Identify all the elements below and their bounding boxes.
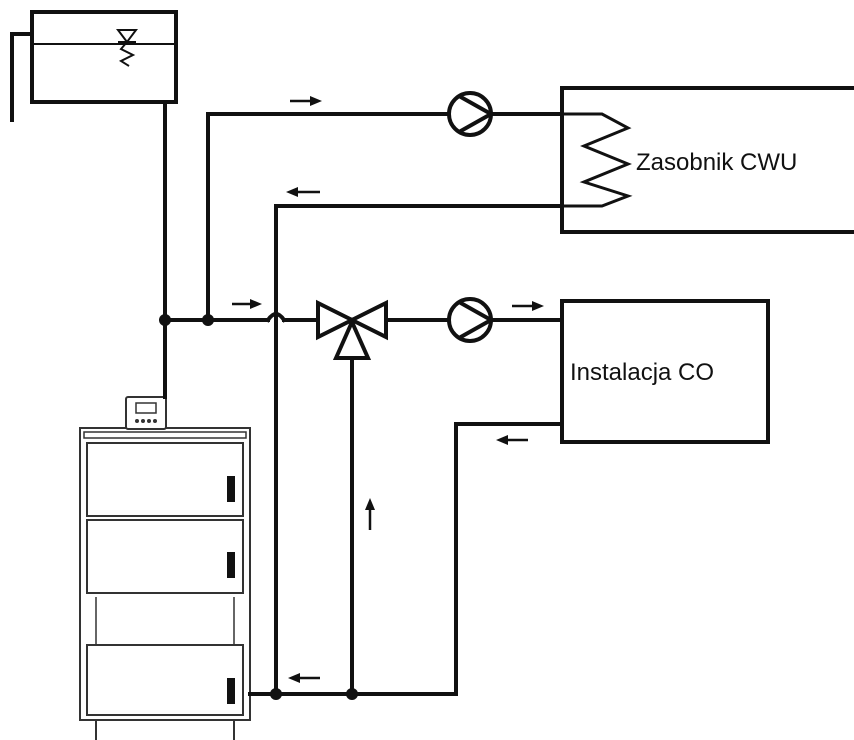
arrow-right-icon — [512, 301, 544, 311]
arrow-right-icon — [232, 299, 262, 309]
arrow-left-icon — [288, 673, 320, 683]
pump-co-icon — [447, 297, 496, 343]
flow-arrows — [232, 96, 544, 683]
arrow-up-icon — [365, 498, 375, 530]
junction-dot — [159, 314, 171, 326]
boiler-controller — [125, 396, 167, 430]
heating-coil-icon — [562, 112, 633, 208]
pipe-junctions — [159, 314, 358, 700]
door-handle-icon — [227, 552, 235, 578]
pump-dhw-icon — [447, 91, 496, 137]
dhw-tank-label: Zasobnik CWU — [636, 149, 797, 176]
arrow-left-icon — [496, 435, 528, 445]
boiler-door-bottom — [86, 644, 244, 716]
boiler-door-middle — [86, 519, 244, 594]
door-handle-icon — [227, 678, 235, 704]
heating-installation-label: Instalacja CO — [570, 359, 714, 386]
junction-dot — [202, 314, 214, 326]
three-way-valve-icon — [316, 299, 388, 360]
boiler — [79, 427, 251, 740]
junction-dot — [270, 688, 282, 700]
arrow-right-icon — [290, 96, 322, 106]
arrow-left-icon — [286, 187, 320, 197]
door-handle-icon — [227, 476, 235, 502]
junction-dot — [346, 688, 358, 700]
heating-installation: Instalacja CO — [560, 299, 770, 444]
expansion-tank — [10, 10, 178, 122]
dhw-tank: Zasobnik CWU — [560, 86, 854, 234]
boiler-door-top — [86, 442, 244, 517]
